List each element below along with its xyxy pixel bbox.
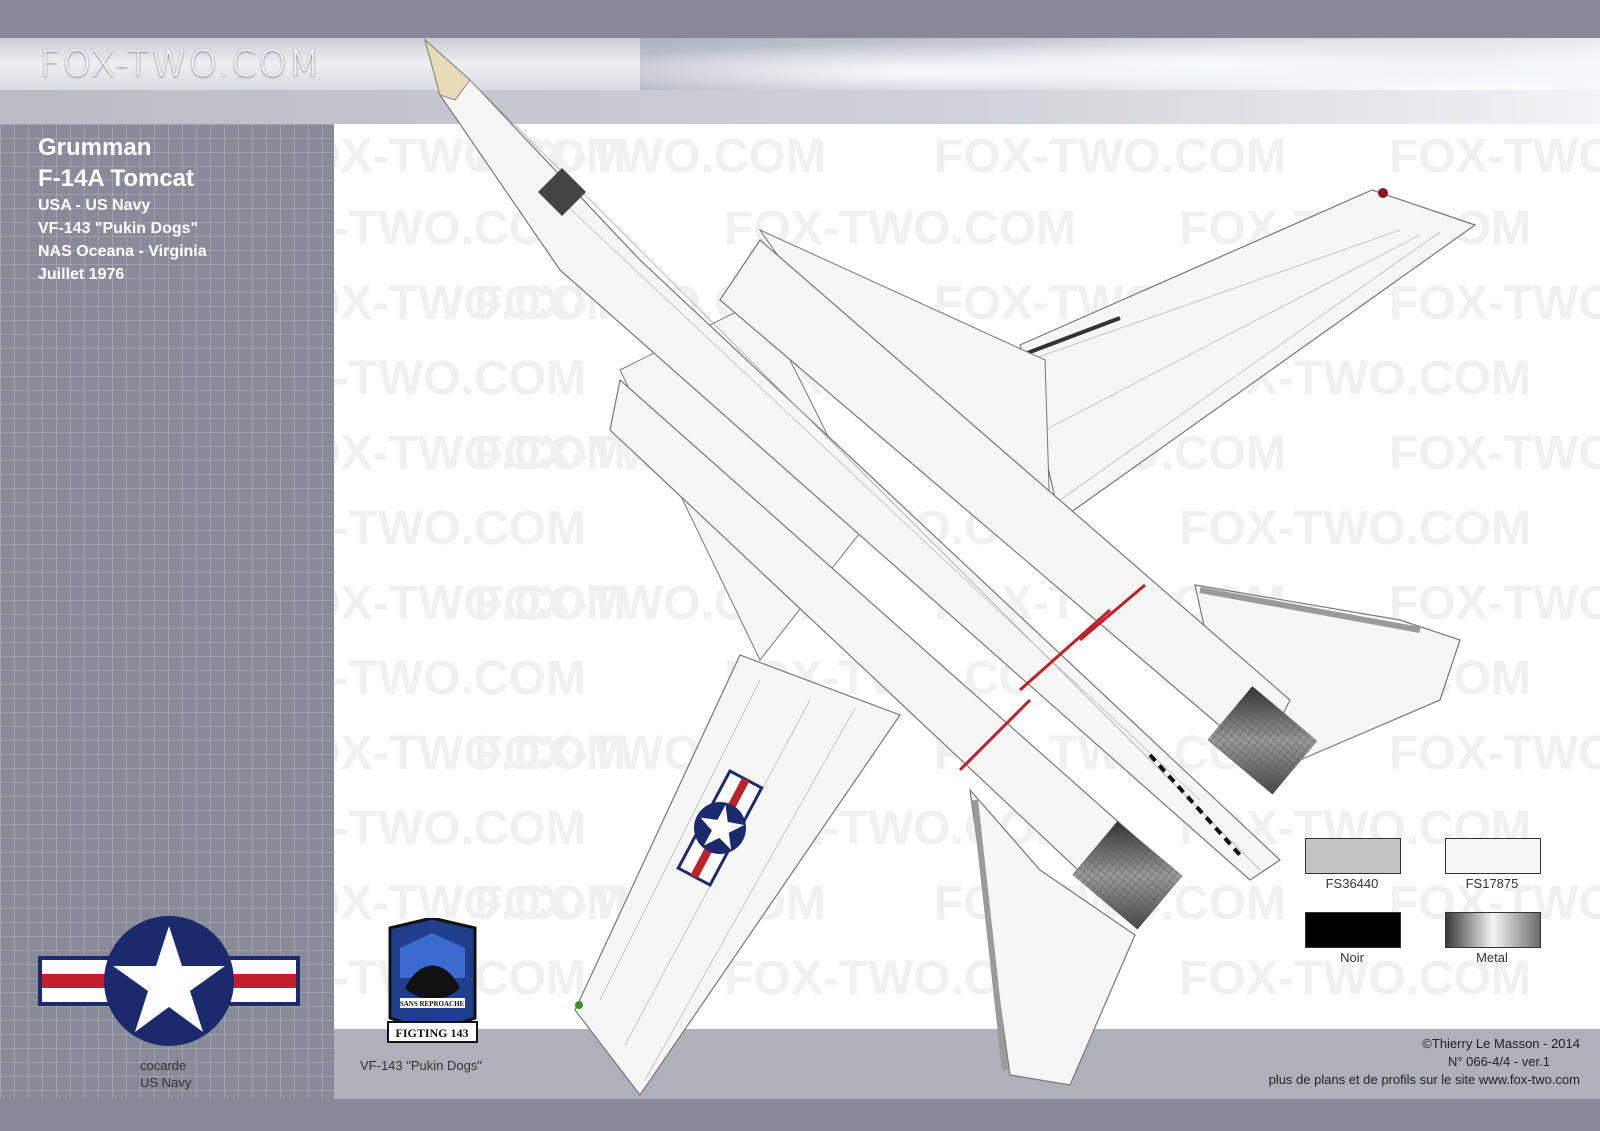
watermark: FOX-TWO.COM xyxy=(334,802,586,855)
nozzle-right xyxy=(1207,686,1318,795)
footer-bar xyxy=(334,1029,1600,1099)
watermark: FOX-TWO.COM xyxy=(1179,952,1531,1005)
watermark: FOX-TWO.COM xyxy=(1389,427,1600,480)
roundel-caption-line1: cocarde xyxy=(140,1058,187,1073)
antenna-panel xyxy=(537,167,587,217)
aircraft-model: F-14A Tomcat xyxy=(38,165,195,192)
credit-author: ©Thierry Le Masson - 2014 xyxy=(1422,1036,1580,1051)
swatch-label-noir: Noir xyxy=(1340,950,1364,965)
watermark: FOX-TWO.COM xyxy=(1389,577,1600,630)
info-sidebar xyxy=(0,124,334,1099)
watermark: FOX-TWO.COM xyxy=(1389,727,1600,780)
wing-roundel xyxy=(676,768,764,888)
radome xyxy=(424,38,471,101)
swatch-fs36440 xyxy=(1305,838,1401,874)
badge-caption: VF-143 "Pukin Dogs" xyxy=(360,1058,482,1073)
watermark: FOX-TWO.COM xyxy=(334,727,626,780)
wing-left xyxy=(574,654,901,1097)
watermark: FOX-TWO.COM xyxy=(334,502,586,555)
aircraft-base: NAS Oceana - Virginia xyxy=(38,243,207,260)
wing-right xyxy=(1019,189,1477,522)
watermark: FOX-TWO.COM xyxy=(334,352,586,405)
aircraft-unit: VF-143 "Pukin Dogs" xyxy=(38,220,199,237)
watermark: FOX-TWO.COM xyxy=(1389,277,1600,330)
squadron-badge: SANS REPROACHE FIGTING 143 xyxy=(387,918,478,1043)
credit-number: N° 066-4/4 - ver.1 xyxy=(1447,1054,1550,1069)
aircraft-maker: Grumman xyxy=(38,134,152,161)
nozzle-left xyxy=(1072,821,1183,930)
watermark: FOX-TWO.COM xyxy=(1179,502,1531,555)
watermark: FOX-TWO.COM xyxy=(1389,130,1600,183)
roundel-caption-line2: US Navy xyxy=(140,1075,192,1090)
banner-strip xyxy=(0,90,1600,124)
badge-name: FIGTING 143 xyxy=(395,1026,468,1040)
watermark: FOX-TWO.COM xyxy=(334,577,626,630)
swatch-fs17875 xyxy=(1445,838,1541,874)
credit-site[interactable]: plus de plans et de profils sur le site … xyxy=(1268,1072,1580,1087)
header-banner xyxy=(0,38,1600,124)
badge-motto: SANS REPROACHE xyxy=(400,1000,465,1008)
roundel-large xyxy=(38,916,300,1046)
stabilizer-left xyxy=(969,788,1136,1086)
swatch-label-metal: Metal xyxy=(1476,950,1508,965)
swatch-label-fs17875: FS17875 xyxy=(1465,876,1519,891)
wingtip-light-right xyxy=(1378,188,1388,198)
wingtip-light-left xyxy=(575,1001,583,1009)
watermark: FOX-TWO.COM xyxy=(334,877,626,930)
fuselage xyxy=(423,38,1281,881)
tailhook xyxy=(1148,753,1242,857)
bottom-bar xyxy=(0,1099,1600,1131)
aircraft-date: Juillet 1976 xyxy=(38,266,125,283)
aircraft-country: USA - US Navy xyxy=(38,197,151,214)
aircraft-title-block: Grumman F-14A Tomcat USA - US Navy VF-14… xyxy=(38,132,207,286)
top-bar xyxy=(0,0,1600,38)
swatch-metal xyxy=(1445,912,1541,948)
swatch-noir xyxy=(1305,912,1401,948)
site-logo[interactable]: FOX-TWO.COM xyxy=(40,44,322,85)
watermark: FOX-TWO.COM xyxy=(334,652,586,705)
swatch-label-fs36440: FS36440 xyxy=(1325,876,1379,891)
watermark: FOX-TWO.COM xyxy=(334,427,626,480)
watermark: FOX-TWO.COM xyxy=(934,130,1286,183)
